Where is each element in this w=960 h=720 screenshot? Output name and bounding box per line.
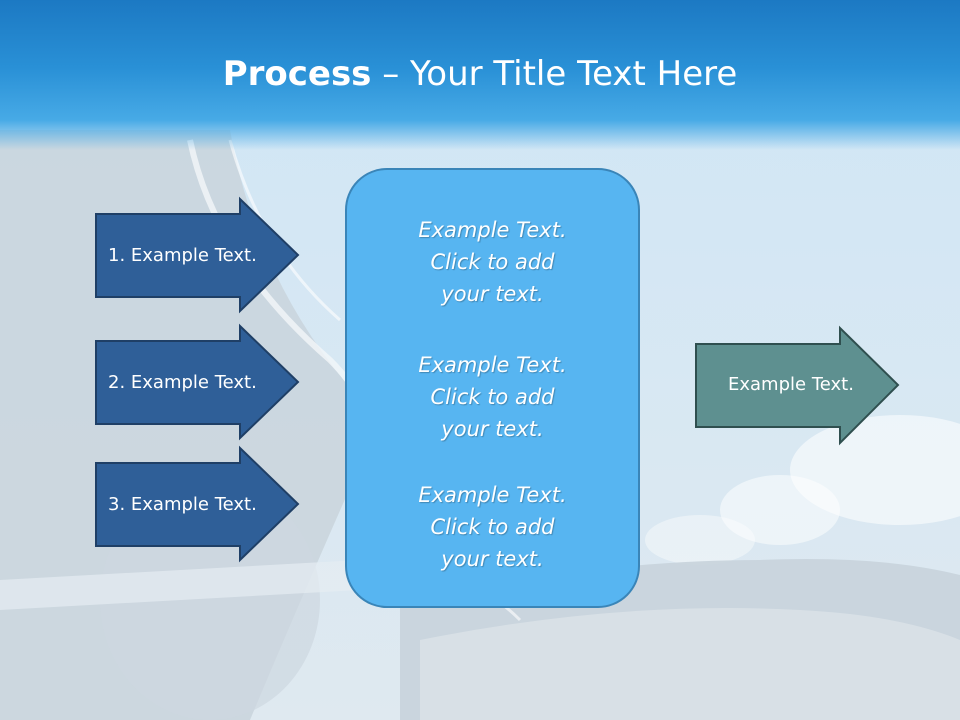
slide-title[interactable]: Process – Your Title Text Here	[0, 52, 960, 96]
left-arrow-2[interactable]: 2. Example Text.	[95, 323, 300, 441]
arrow-shape-icon	[95, 445, 300, 563]
center-text-line: your text.	[441, 282, 544, 306]
center-text-line: Example Text.	[418, 353, 567, 377]
center-text-block-2: Example Text. Click to add your text.	[347, 349, 638, 445]
right-arrow-label: Example Text.	[728, 374, 854, 395]
center-text-box[interactable]: Example Text. Click to add your text. Ex…	[345, 168, 640, 608]
left-arrow-1[interactable]: 1. Example Text.	[95, 196, 300, 314]
center-text-line: your text.	[441, 417, 544, 441]
center-text-line: Click to add	[430, 250, 555, 274]
center-text-block-1: Example Text. Click to add your text.	[347, 214, 638, 310]
center-text-line: Example Text.	[418, 483, 567, 507]
left-arrow-3-label: 3. Example Text.	[108, 494, 257, 515]
center-text-block-3: Example Text. Click to add your text.	[347, 479, 638, 575]
center-text-line: Example Text.	[418, 218, 567, 242]
arrow-shape-icon	[695, 325, 900, 446]
title-bold: Process	[222, 54, 372, 94]
center-text-line: Click to add	[430, 385, 555, 409]
center-text-line: Click to add	[430, 515, 555, 539]
arrow-shape-icon	[95, 323, 300, 441]
arrow-shape-icon	[95, 196, 300, 314]
title-rest: – Your Title Text Here	[371, 54, 738, 94]
left-arrow-1-label: 1. Example Text.	[108, 245, 257, 266]
left-arrow-3[interactable]: 3. Example Text.	[95, 445, 300, 563]
title-bar	[0, 0, 960, 150]
right-arrow[interactable]: Example Text.	[695, 325, 900, 446]
left-arrow-2-label: 2. Example Text.	[108, 372, 257, 393]
center-text-line: your text.	[441, 547, 544, 571]
